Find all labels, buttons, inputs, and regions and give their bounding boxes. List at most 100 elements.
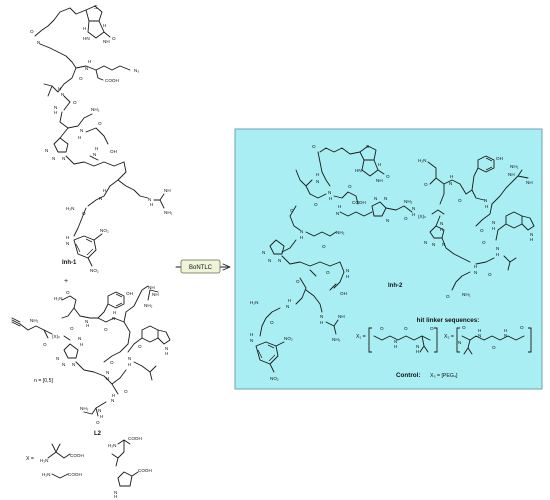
- atom-hn: HN: [355, 168, 362, 173]
- atom-o: O: [73, 100, 77, 105]
- atom-nh: NH: [103, 39, 110, 44]
- atom-n: N: [72, 362, 75, 367]
- atom-h: H: [338, 204, 341, 209]
- atom-n: N: [412, 206, 415, 211]
- atom-h2n: H₂N: [42, 472, 50, 477]
- linker-xn: (X)ₙ: [418, 214, 426, 219]
- atom-s: S: [366, 144, 369, 149]
- atom-nh2: NH₂: [332, 337, 341, 342]
- atom-n: N: [98, 408, 101, 413]
- atom-h: H: [300, 235, 303, 240]
- atom-n: N: [78, 336, 81, 341]
- atom-n: N: [394, 339, 397, 344]
- atom-o: O: [98, 121, 102, 126]
- atom-nh: NH: [164, 188, 171, 193]
- x-equals-label: X =: [26, 456, 34, 462]
- atom-o: O: [124, 389, 128, 394]
- atom-n: N: [45, 148, 48, 153]
- plus-sign: +: [64, 278, 68, 285]
- atom-n: N: [316, 179, 319, 184]
- atom-h: H: [80, 342, 83, 347]
- atom-nh: NH: [376, 178, 383, 183]
- atom-n: N: [374, 196, 377, 201]
- atom-n: N: [474, 270, 477, 275]
- atom-o: O: [66, 290, 70, 295]
- atom-n: N: [300, 229, 303, 234]
- atom-o: O: [270, 320, 274, 325]
- atom-n3: N₃: [134, 68, 139, 73]
- atom-cooh: COOH: [70, 453, 84, 458]
- atom-o: O: [462, 325, 466, 330]
- atom-n: N: [262, 250, 265, 255]
- atom-o: O: [79, 76, 83, 81]
- atom-o: O: [458, 198, 462, 203]
- atom-o: O: [43, 342, 47, 347]
- atom-h2n: H₂N: [250, 300, 258, 305]
- atom-cooh: COOH: [105, 78, 119, 83]
- atom-o: O: [348, 184, 352, 189]
- atom-cooh: COOH: [138, 468, 152, 473]
- atom-cooh: COOH: [352, 200, 366, 205]
- atom-h: H: [329, 196, 332, 201]
- atom-n: N: [112, 316, 115, 321]
- atom-o: O: [404, 326, 408, 331]
- atom-h: H: [450, 174, 453, 179]
- atom-n: N: [416, 344, 419, 349]
- atom-h: H: [113, 310, 116, 315]
- atom-n: N: [458, 340, 461, 345]
- atom-h: H: [103, 23, 106, 28]
- atom-n: N: [54, 105, 57, 110]
- atom-o: O: [424, 182, 428, 187]
- l2-structure: OH NH NH₂ NH H₂N O H N O H N O NH₂ O (X)…: [11, 285, 171, 437]
- atom-nh2: NH₂: [510, 164, 519, 169]
- atom-h: H: [250, 332, 253, 337]
- atom-h: H: [394, 344, 397, 349]
- atom-n: N: [328, 190, 331, 195]
- atom-h: H: [54, 110, 57, 115]
- atom-o: O: [446, 294, 450, 299]
- atom-n: N: [66, 241, 69, 246]
- atom-h: H: [346, 274, 349, 279]
- inh2-label: Inh-2: [388, 283, 403, 289]
- atom-o: O: [70, 326, 74, 331]
- atom-n: N: [386, 218, 389, 223]
- atom-n: N: [432, 242, 435, 247]
- atom-o: O: [314, 202, 318, 207]
- atom-cooh: COOH: [128, 436, 142, 441]
- atom-no2: NO₂: [90, 268, 99, 273]
- inh1-label: Inh-1: [62, 260, 77, 266]
- atom-n: N: [384, 196, 387, 201]
- atom-h: H: [58, 86, 61, 91]
- atom-n: N: [424, 240, 427, 245]
- atom-h: H: [288, 298, 291, 303]
- atom-o: O: [30, 29, 34, 34]
- atom-n: N: [504, 333, 507, 338]
- atom-o: O: [520, 325, 524, 330]
- atom-n: N: [484, 198, 487, 203]
- atom-o: O: [430, 326, 434, 331]
- atom-nh2: NH₂: [80, 406, 89, 411]
- atom-n: N: [346, 268, 349, 273]
- atom-h: H: [496, 252, 499, 257]
- atom-n: N: [111, 398, 114, 403]
- atom-nh: NH: [338, 314, 345, 319]
- atom-oh: OH: [126, 291, 133, 296]
- atom-n: N: [93, 152, 96, 157]
- atom-o: O: [480, 228, 484, 233]
- atom-oh: OH: [496, 156, 503, 161]
- atom-no2: NO₂: [270, 376, 279, 381]
- control-label: Control:: [396, 372, 420, 379]
- atom-h2n: H₂N: [54, 296, 62, 301]
- atom-nh2: NH₂: [336, 230, 345, 235]
- atom-n: N: [449, 181, 452, 186]
- atom-n: N: [250, 338, 253, 343]
- atom-o: O: [138, 344, 142, 349]
- atom-cooh: COOH: [68, 472, 82, 477]
- atom-h: H: [150, 202, 153, 207]
- control-value: X₃ = [PEG₄]: [430, 373, 458, 379]
- atom-n: N: [148, 197, 151, 202]
- atom-h: H: [128, 362, 131, 367]
- atom-oh: OH: [340, 291, 347, 296]
- atom-o: O: [326, 270, 330, 275]
